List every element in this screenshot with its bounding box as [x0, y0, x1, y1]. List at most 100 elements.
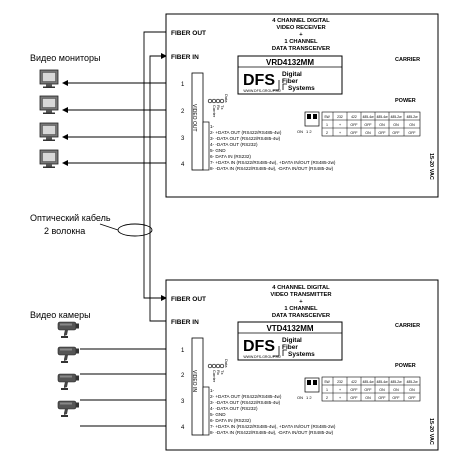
table-cell: 485-2w	[406, 115, 418, 119]
transmitter-voltage-label: 15-20 VAC	[428, 418, 434, 445]
table-cell: 422	[351, 115, 357, 119]
receiver-title-line1: 4 CHANNEL DIGITAL	[272, 18, 330, 24]
transmitter-unit: FIBER OUT FIBER IN 4 CHANNEL DIGITAL VID…	[165, 279, 439, 451]
receiver-terminal-line: 5- GND	[210, 148, 226, 153]
transmitter-video-connector	[191, 337, 204, 436]
receiver-channel-4: 4	[181, 162, 185, 168]
table-cell: 2	[326, 131, 328, 135]
transmitter-channel-4: 4	[181, 425, 185, 431]
receiver-logo-box	[237, 55, 343, 95]
transmitter-channel-3: 3	[181, 399, 185, 405]
table-cell: OFF	[350, 131, 358, 135]
receiver-terminal-line: 3- -DATA OUT (RS422/RS485-4w)	[210, 136, 281, 141]
transmitter-terminal-line: 4- -DATA OUT (RS232)	[210, 406, 258, 411]
receiver-led-carrier: Carrier	[212, 105, 217, 118]
table-cell: 2	[326, 396, 328, 400]
table-cell: 485-4w	[376, 380, 388, 384]
transmitter-website: WWW.DFS-GROUP.RU	[243, 355, 281, 359]
table-cell: 485-2w	[390, 380, 402, 384]
fiber-cables	[143, 31, 167, 322]
table-cell: ON	[365, 396, 371, 400]
receiver-title-line3: 1 CHANNEL	[284, 39, 318, 45]
transmitter-logo-fiber: Fiber	[282, 344, 298, 351]
table-cell: OFF	[378, 131, 386, 135]
transmitter-fiber-in-label: FIBER IN	[171, 319, 199, 326]
transmitter-logo-wave	[273, 346, 287, 357]
receiver-terminal-line: 7- +DATA IN (RS422/RS485-4w), +DATA IN/O…	[210, 160, 336, 165]
table-cell: 485-2w	[390, 115, 402, 119]
transmitter-logo-dfs: DFS	[243, 338, 275, 355]
table-cell: OFF	[364, 123, 372, 127]
receiver-switch-on: ON	[297, 129, 303, 134]
table-cell: OFF	[378, 396, 386, 400]
transmitter-channel-2: 2	[181, 373, 185, 379]
transmitter-terminal-line: 7- +DATA IN (RS422/RS485-4w), +DATA IN/O…	[210, 424, 336, 429]
transmitter-logo-box	[237, 321, 343, 361]
receiver-unit: FIBER OUT FIBER IN 4 CHANNEL DIGITAL VID…	[165, 13, 439, 198]
receiver-carrier-label: CARRIER	[395, 57, 420, 63]
table-cell: OFF	[408, 131, 416, 135]
cable-label-line2: 2 волокна	[44, 226, 85, 236]
monitor-icon	[39, 69, 59, 89]
transmitter-title-line4: DATA TRANSCEIVER	[272, 313, 331, 319]
receiver-title-line2: VIDEO RECEIVER	[276, 25, 326, 31]
transmitter-carrier-label: CARRIER	[395, 323, 420, 329]
receiver-channel-2: 2	[181, 109, 185, 115]
table-cell: ON	[379, 123, 385, 127]
receiver-fiber-in-label: FIBER IN	[171, 54, 199, 61]
table-cell: 485-4w	[362, 115, 374, 119]
receiver-switch-nums: 1 2	[306, 129, 312, 134]
camera-icon	[57, 346, 80, 364]
table-cell: +	[339, 131, 341, 135]
receiver-logo-systems: Systems	[288, 85, 315, 92]
transmitter-terminal-line: 3- -DATA OUT (RS422/RS485-4w)	[210, 400, 281, 405]
receiver-led-tx: Tx	[220, 105, 225, 109]
table-cell: OFF	[392, 131, 400, 135]
table-cell: OFF	[350, 396, 358, 400]
transmitter-switch-nums: 1 2	[306, 395, 312, 400]
receiver-terminal-line: 2- +DATA OUT (RS422/RS485-4w)	[210, 130, 282, 135]
table-cell: 485-4w	[362, 380, 374, 384]
receiver-website: WWW.DFS-GROUP.RU	[243, 89, 281, 93]
receiver-terminal-block	[202, 121, 210, 171]
transmitter-power-label: POWER	[395, 363, 416, 369]
cable-label-line1: Оптический кабель	[30, 213, 111, 223]
receiver-terminal-line: 8- -DATA IN (RS422/RS485-4w), -DATA IN/O…	[210, 166, 334, 171]
table-cell: 485-2w	[406, 380, 418, 384]
transmitter-led-rx: Rx	[216, 370, 221, 375]
receiver-title-plus: +	[299, 32, 303, 38]
transmitter-terminal-line: 5- GND	[210, 412, 226, 417]
table-cell: ON	[409, 123, 415, 127]
transmitter-title-line3: 1 CHANNEL	[284, 306, 318, 312]
transmitter-switch-on: ON	[297, 395, 303, 400]
transmitter-led-tx: Tx	[220, 370, 225, 374]
transmitter-title-line1: 4 CHANNEL DIGITAL	[272, 285, 330, 291]
table-cell: ON	[393, 388, 399, 392]
monitor-icon	[39, 122, 59, 142]
camera-icon	[57, 400, 80, 418]
camera-icon	[57, 373, 80, 391]
table-cell: 485-4w	[376, 115, 388, 119]
cable-pointer-line	[99, 223, 119, 231]
table-cell: OFF	[350, 123, 358, 127]
table-cell: OFF	[364, 388, 372, 392]
table-cell: 232	[337, 115, 343, 119]
transmitter-logo-systems: Systems	[288, 351, 315, 358]
receiver-channel-1: 1	[181, 82, 185, 88]
receiver-video-connector	[191, 72, 204, 171]
transmitter-terminal-line: 6- DATA IN (RS232)	[210, 418, 251, 423]
monitors-label: Видео мониторы	[30, 53, 100, 63]
receiver-channel-3: 3	[181, 136, 185, 142]
receiver-logo-dfs: DFS	[243, 72, 275, 89]
transmitter-title-plus: +	[299, 299, 303, 305]
transmitter-logo-digital: Digital	[282, 337, 302, 344]
table-cell: OFF	[350, 388, 358, 392]
table-cell: ON	[365, 131, 371, 135]
monitor-icon	[39, 95, 59, 115]
receiver-power-label: POWER	[395, 98, 416, 104]
receiver-led-data: Data	[224, 94, 229, 103]
cameras-label: Видео камеры	[30, 310, 91, 320]
transmitter-channel-1: 1	[181, 348, 185, 354]
camera-icon	[57, 321, 80, 339]
receiver-terminal-line: 1-	[210, 124, 215, 129]
